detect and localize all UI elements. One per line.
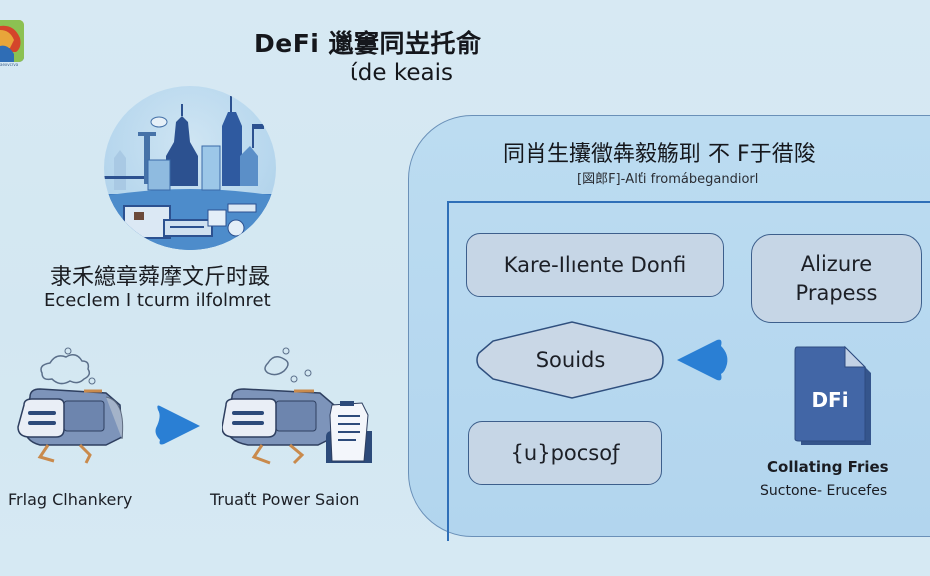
node-souids[interactable]: Souids bbox=[473, 321, 668, 399]
panel-title: 同肖生攮徾犇毅觞刵 不 F于徣陖 bbox=[503, 142, 816, 167]
page-subtitle: ίde keais bbox=[350, 60, 453, 86]
logo-caption: aexvcrva bbox=[0, 62, 19, 67]
file-icon[interactable]: DFi bbox=[793, 345, 873, 447]
inner-frame bbox=[447, 201, 930, 541]
machine-icon bbox=[10, 345, 130, 465]
step-label-2: Truaťt Power Saion bbox=[210, 490, 360, 509]
node-kare[interactable]: Kare-Ilıente Donfi bbox=[466, 233, 724, 297]
file-label: Collating Fries bbox=[767, 458, 889, 476]
file-sublabel: Suctone- Erucefes bbox=[760, 483, 888, 499]
node-alizure-line2: Prapess bbox=[795, 280, 878, 305]
arrow-right-icon bbox=[152, 402, 204, 448]
node-upocsot[interactable]: {u}pocsoƒ bbox=[468, 421, 662, 485]
left-heading-en: EcecIem I tcurm ilfolmret bbox=[44, 290, 271, 311]
brand-logo-icon bbox=[0, 20, 24, 62]
node-alizure-line1: Alizure bbox=[800, 252, 873, 277]
arrow-left-icon bbox=[675, 336, 731, 384]
node-souids-label: Souids bbox=[535, 348, 606, 372]
left-heading-cn: 隶禾繶章蕣摩文斤时晸 bbox=[50, 265, 271, 290]
node-alizure[interactable]: Alizure Prapess bbox=[751, 234, 922, 323]
node-kare-label: Kare-Ilıente Donfi bbox=[503, 253, 687, 277]
step-label-1: Frlag Clhankery bbox=[8, 490, 133, 509]
file-icon-text: DFi bbox=[811, 388, 848, 412]
city-skyline-icon bbox=[104, 86, 276, 250]
node-upocsot-label: {u}pocsoƒ bbox=[510, 441, 620, 465]
node-souids-shape[interactable] bbox=[473, 321, 668, 399]
page-title: DeFi 邋窶同岦托俞 bbox=[254, 29, 482, 58]
machine-document-icon bbox=[221, 345, 372, 465]
panel-subtitle: [図郎F]-Alťi fromábegandiorl bbox=[577, 172, 759, 187]
